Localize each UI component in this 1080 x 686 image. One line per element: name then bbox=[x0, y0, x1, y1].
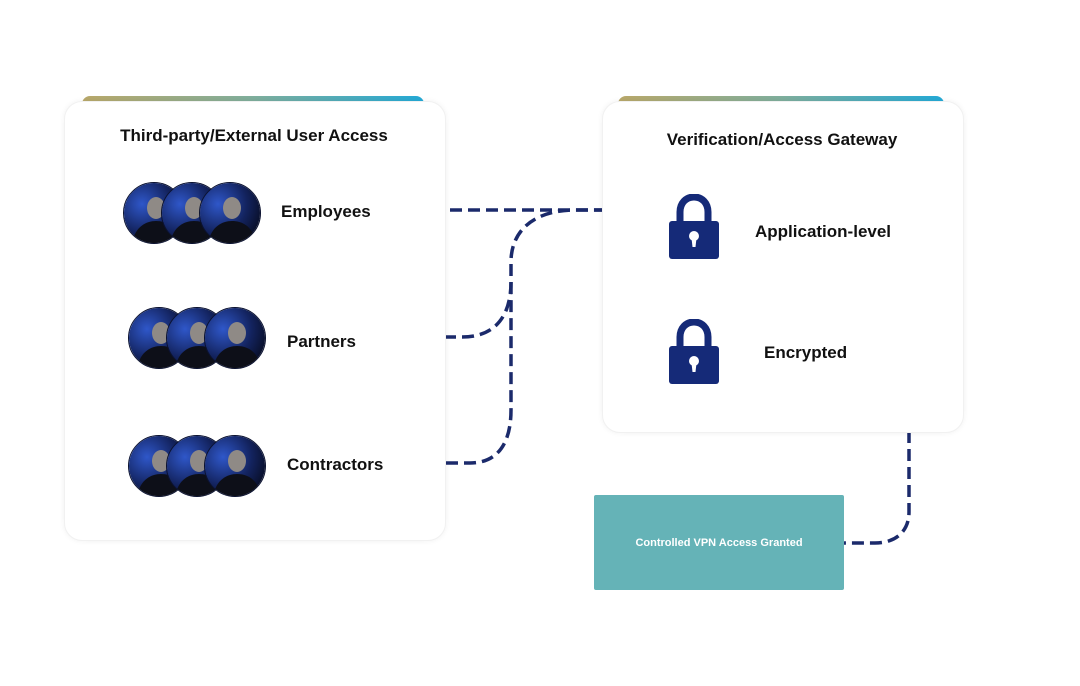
vpn-access-granted-label: Controlled VPN Access Granted bbox=[635, 536, 803, 549]
connector-partners bbox=[444, 208, 602, 339]
partners-label: Partners bbox=[287, 332, 356, 351]
partners-avatars-icon bbox=[128, 307, 268, 369]
encrypted-label: Encrypted bbox=[764, 343, 848, 362]
connector-contractors bbox=[446, 282, 513, 465]
lock-icon bbox=[669, 194, 719, 259]
contractors-label: Contractors bbox=[287, 455, 384, 474]
avatar bbox=[204, 307, 266, 369]
employees-label: Employees bbox=[281, 202, 371, 221]
lock-icon bbox=[669, 319, 719, 384]
person-icon bbox=[200, 183, 260, 243]
verification-gateway-title: Verification/Access Gateway bbox=[666, 130, 898, 149]
avatar bbox=[199, 182, 261, 244]
employees-avatars-icon bbox=[123, 182, 263, 244]
contractors-avatars-icon bbox=[128, 435, 268, 497]
external-access-title: Third-party/External User Access bbox=[120, 126, 388, 145]
avatar bbox=[204, 435, 266, 497]
verification-gateway-panel bbox=[602, 101, 964, 433]
person-icon bbox=[205, 308, 265, 368]
right-panel-accent-bar bbox=[618, 96, 944, 104]
left-panel-accent-bar bbox=[82, 96, 424, 104]
vpn-access-granted-box: Controlled VPN Access Granted bbox=[594, 495, 844, 590]
person-icon bbox=[205, 436, 265, 496]
application-level-label: Application-level bbox=[755, 222, 892, 241]
connector-gateway-to-vpn bbox=[844, 431, 911, 545]
